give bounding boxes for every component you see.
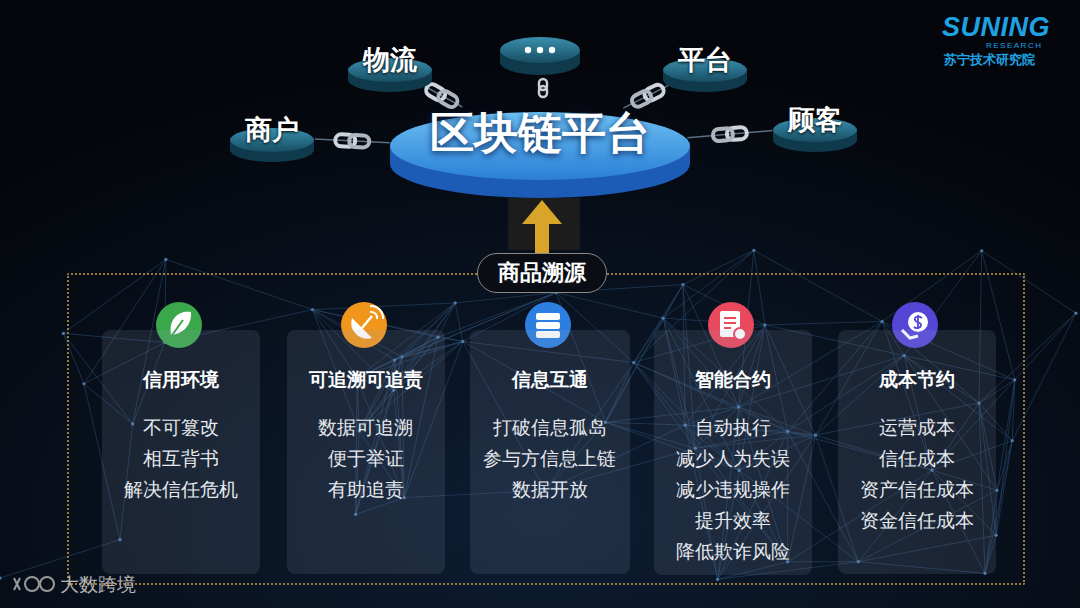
group-heading: 商品溯源 [477, 253, 607, 293]
watermark-logo [14, 577, 54, 591]
network-dot [662, 317, 665, 320]
card-body: 运营成本 信任成本 资产信任成本 资金信任成本 [849, 412, 986, 536]
chain-ring [349, 135, 370, 148]
network-lines [0, 249, 1078, 581]
network-dot [311, 308, 314, 311]
network-line [166, 259, 313, 309]
chain-connector [623, 83, 672, 109]
network-line [312, 303, 455, 310]
chain-connector [687, 127, 772, 142]
party-name: 平台 [662, 42, 748, 76]
network-line [1012, 380, 1014, 441]
network-line [63, 259, 166, 333]
party-name: 顾客 [772, 102, 858, 136]
network-line [556, 293, 663, 319]
network-line [754, 250, 765, 325]
network-dot [0, 576, 2, 579]
party-name: 商户 [229, 112, 315, 146]
network-line [765, 321, 882, 324]
network-dot [716, 578, 719, 581]
network-dot [454, 301, 457, 304]
link-line [623, 83, 672, 108]
arrow-line [535, 220, 549, 253]
network-dot [763, 323, 766, 326]
logo-text: SUNING [942, 12, 1050, 42]
card-body: 自动执行 减少人为失误 减少违规操作 提升效率 降低欺诈风险 [665, 412, 802, 567]
party-disc: 商户 [229, 112, 315, 162]
network-line [455, 293, 556, 303]
party-disc: 顾客 [772, 102, 858, 152]
chain-link [424, 82, 460, 109]
chain-connector [315, 134, 390, 148]
watermark: 大数跨境 [60, 574, 136, 596]
chain-link [539, 79, 547, 97]
group-region: 商品溯源信用环境不可篡改 相互背书 解决信任危机可追溯可追责数据可追溯 便于举证… [67, 273, 1025, 585]
network-dot [681, 283, 684, 286]
feature-card: 可追溯可追责数据可追溯 便于举证 有助追责 [287, 330, 445, 574]
card-body: 不可篡改 相互背书 解决信任危机 [113, 412, 250, 505]
logo-text: 苏宁技术研究院 [944, 52, 1035, 68]
platform-disc: 区块链平台 [388, 100, 692, 200]
chain-connector [421, 82, 462, 109]
chain-ring [712, 128, 733, 142]
network-dot [814, 434, 817, 437]
network-line [997, 441, 1012, 491]
chain-link [712, 127, 747, 142]
party-disc: 物流 [347, 42, 433, 92]
card-title: 可追溯可追责 [291, 368, 441, 392]
feature-card: 成本节约运营成本 信任成本 资产信任成本 资金信任成本 [838, 330, 996, 574]
chain-ring [436, 89, 459, 109]
feature-card: 信息互通打破信息孤岛 参与方信息上链 数据开放 [470, 330, 630, 574]
network-line [982, 251, 1076, 313]
chain-ring [630, 89, 653, 109]
network-line [683, 250, 754, 284]
network-dot [632, 361, 635, 364]
network-dot [1074, 312, 1077, 315]
network-dot [461, 340, 464, 343]
link-line [315, 139, 390, 143]
network-dot [980, 249, 983, 252]
feature-card: 信用环境不可篡改 相互背书 解决信任危机 [102, 330, 260, 574]
chain-link [630, 83, 666, 109]
party-name: 物流 [347, 42, 433, 76]
card-title: 智能合约 [658, 368, 808, 392]
logo-text: RESEARCH [986, 41, 1042, 51]
network-dot [752, 249, 755, 252]
card-title: 信用环境 [106, 368, 256, 392]
network-dot [62, 332, 65, 335]
party-disc: 平台 [662, 42, 748, 92]
network-dot [1013, 378, 1016, 381]
platform-name: 区块链平台 [388, 100, 692, 158]
more-disc [500, 37, 580, 75]
network-dot [880, 320, 883, 323]
network-dot [82, 382, 85, 385]
network-dot [164, 258, 167, 261]
network-line [455, 303, 463, 342]
trace-arrow [542, 220, 543, 253]
network-line [754, 250, 882, 321]
card-body: 打破信息孤岛 参与方信息上链 数据开放 [482, 412, 619, 505]
card-title: 信息互通 [474, 368, 626, 392]
link-line [687, 131, 772, 138]
network-line [996, 380, 1015, 535]
card-title: 成本节约 [842, 368, 992, 392]
network-line [1012, 313, 1076, 441]
feature-card: 智能合约自动执行 减少人为失误 减少违规操作 提升效率 降低欺诈风险 [654, 330, 812, 575]
chain-link [335, 134, 370, 148]
network-dot [1011, 439, 1014, 442]
card-body: 数据可追溯 便于举证 有助追责 [298, 412, 435, 505]
